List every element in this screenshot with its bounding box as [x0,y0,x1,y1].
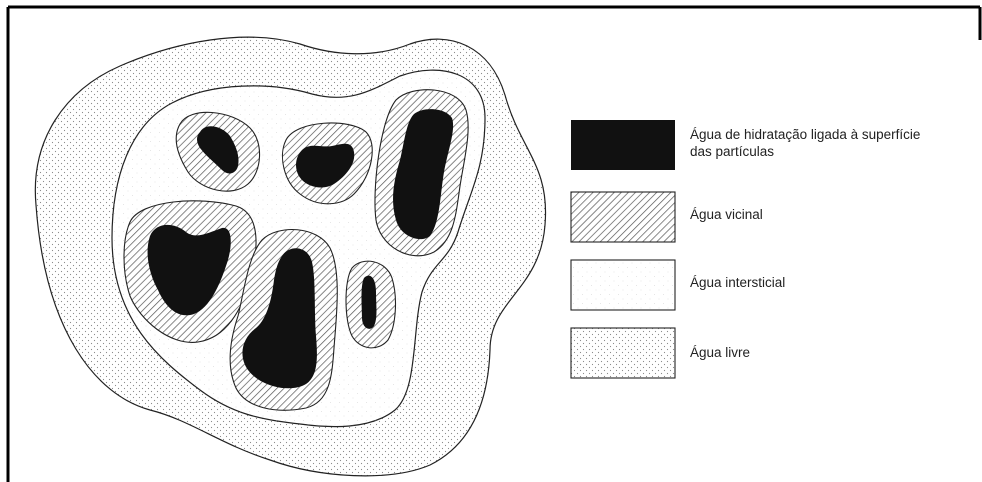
legend-swatch-fine-dots [571,260,675,310]
legend-swatches [571,120,675,378]
particle-6-core [362,276,377,329]
legend-swatch-solid [571,120,675,170]
legend-swatch-dots [571,328,675,378]
legend-swatch-hatch [571,192,675,242]
